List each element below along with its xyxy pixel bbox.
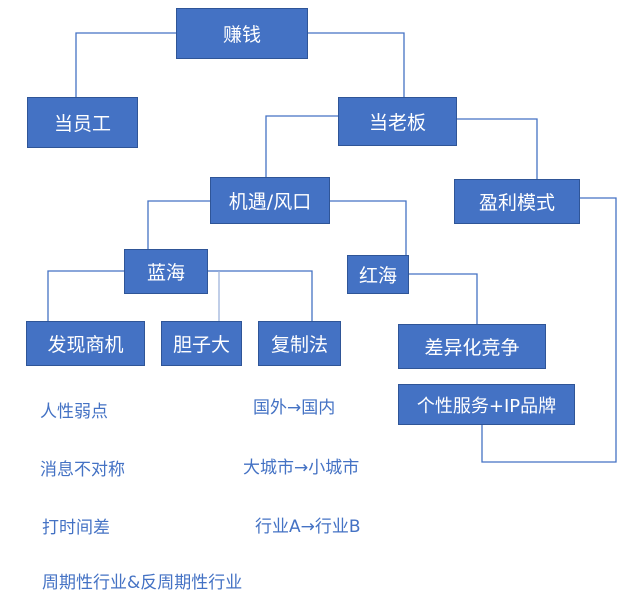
connector-blue-find (47, 270, 124, 321)
node-blue-ocean: 蓝海 (124, 249, 208, 294)
node-boss: 当老板 (338, 97, 457, 146)
connector-blue-replicate (208, 270, 313, 321)
node-differentiation: 差异化竞争 (398, 324, 546, 369)
note-cyclical: 周期性行业&反周期性行业 (42, 573, 243, 593)
connector-boss-profit (457, 118, 538, 179)
note-industry-ab: 行业A→行业B (255, 517, 361, 537)
node-bold: 胆子大 (161, 321, 242, 366)
note-big-small-city: 大城市→小城市 (243, 458, 360, 478)
connector-opportunity-blue (147, 200, 210, 249)
note-abroad-domestic: 国外→国内 (253, 398, 336, 418)
connector-boss-opportunity (265, 115, 338, 177)
connector-profit-brand (481, 197, 617, 463)
connector-opportunity-red (330, 200, 407, 255)
node-employee: 当员工 (27, 97, 138, 148)
node-make-money: 赚钱 (176, 8, 308, 59)
connector-root-employee (75, 32, 176, 97)
node-opportunity: 机遇/风口 (210, 177, 330, 224)
note-info-asymmetry: 消息不对称 (40, 460, 125, 480)
node-replicate: 复制法 (258, 321, 341, 366)
note-time-gap: 打时间差 (42, 518, 110, 538)
node-red-ocean: 红海 (347, 255, 409, 294)
connector-red-diff (409, 273, 478, 324)
node-profit-model: 盈利模式 (454, 179, 580, 224)
connector-root-boss (308, 32, 405, 97)
note-human-weakness: 人性弱点 (40, 402, 108, 422)
node-find-business: 发现商机 (26, 321, 145, 366)
node-personal-brand: 个性服务+IP品牌 (398, 384, 575, 425)
